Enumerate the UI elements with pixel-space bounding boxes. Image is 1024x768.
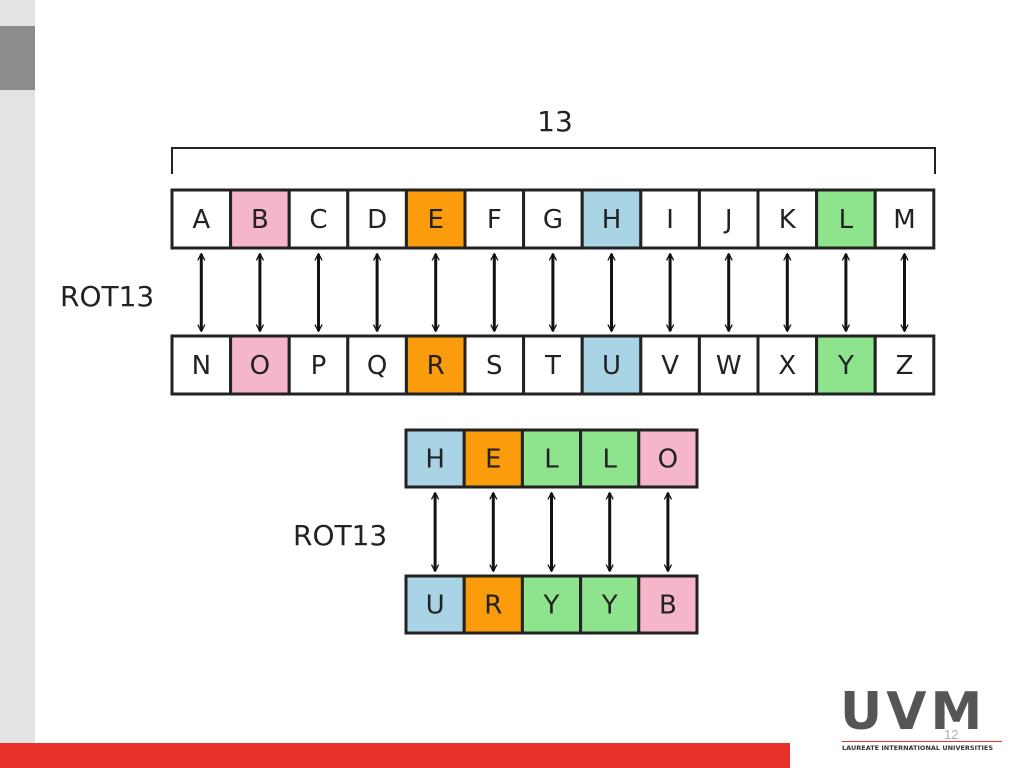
example-arrows [435,493,668,571]
top-row-letter: H [602,205,622,235]
bottom-row-letter: P [311,351,327,381]
logo-tagline: LAUREATE INTERNATIONAL UNIVERSITIES [842,744,994,752]
bottom-row-letter: V [661,351,679,381]
bottom-row-letter: O [250,351,270,381]
top-row-letter: L [839,205,854,235]
plain-row-letter: E [485,445,501,475]
shift-label: 13 [537,105,573,138]
bottom-row-letter: N [192,351,211,381]
example-rotation-label: ROT13 [293,519,387,552]
top-row-letter: D [367,205,387,235]
cipher-row-letter: U [426,591,445,621]
top-row-letter: G [543,205,563,235]
top-row-letter: I [666,205,674,235]
page-number: 12 [944,727,959,742]
logo-rule [842,741,1002,742]
bottom-row-letter: X [778,351,796,381]
cipher-row-cell [462,574,524,635]
top-row-cell [756,188,819,250]
top-row-letter: J [723,205,733,235]
bottom-row-cell [404,334,467,396]
bottom-row-cell [873,334,936,396]
top-row-cell [404,188,467,250]
bottom-row-cell [815,334,877,396]
bottom-row-letter: S [486,351,503,381]
plain-row-letter: H [425,445,445,475]
rotation-label: ROT13 [60,280,154,313]
left-rail [0,0,35,768]
top-row-letter: C [309,205,327,235]
top-row-cell [522,188,584,250]
cipher-row-letter: Y [601,591,618,621]
bottom-row-letter: U [602,351,621,381]
plain-row-cell [637,428,699,489]
top-row-cell [229,188,291,250]
left-tab-marker [0,26,35,90]
alphabet-top-row: A B C D E F G H I J K L M [170,188,936,250]
bottom-row-letter: T [544,351,561,381]
plain-row-letter: L [544,445,559,475]
plain-row-cell [520,428,583,489]
top-row-cell [697,188,760,250]
top-row-cell [873,188,936,250]
plain-row-cell [404,428,466,489]
bottom-row-letter: Z [896,351,914,381]
top-row-letter: K [779,205,797,235]
bottom-row-cell [639,334,701,396]
bottom-row-cell [287,334,350,396]
top-row-letter: A [192,205,210,235]
shift-bracket [171,147,936,174]
cipher-row-letter: R [484,591,502,621]
top-row-cell [346,188,408,250]
top-row-letter: F [487,205,502,235]
alphabet-bottom-row: N O P Q R S T U V W X Y Z [170,334,936,396]
top-row-cell [639,188,701,250]
logo-wordmark: UVM [840,682,987,742]
cipher-row-letter: Y [543,591,560,621]
uvm-logo: UVM LAUREATE INTERNATIONAL UNIVERSITIES [840,686,1010,756]
plain-row-letter: O [658,445,678,475]
bottom-row-letter: Y [837,351,854,381]
top-row-letter: B [251,205,269,235]
bottom-accent-bar [0,743,790,768]
bottom-row-cell [697,334,760,396]
bottom-row-letter: Q [367,351,387,381]
top-row-cell [463,188,526,250]
alphabet-arrows [201,254,904,331]
plain-row-cell [579,428,641,489]
bottom-row-letter: R [427,351,445,381]
top-row-letter: E [427,205,443,235]
top-row-letter: M [893,205,915,235]
plain-row-letter: L [602,445,617,475]
cipher-row-cell [637,574,699,635]
cipher-row-letter: B [659,591,677,621]
bottom-row-letter: W [716,351,742,381]
